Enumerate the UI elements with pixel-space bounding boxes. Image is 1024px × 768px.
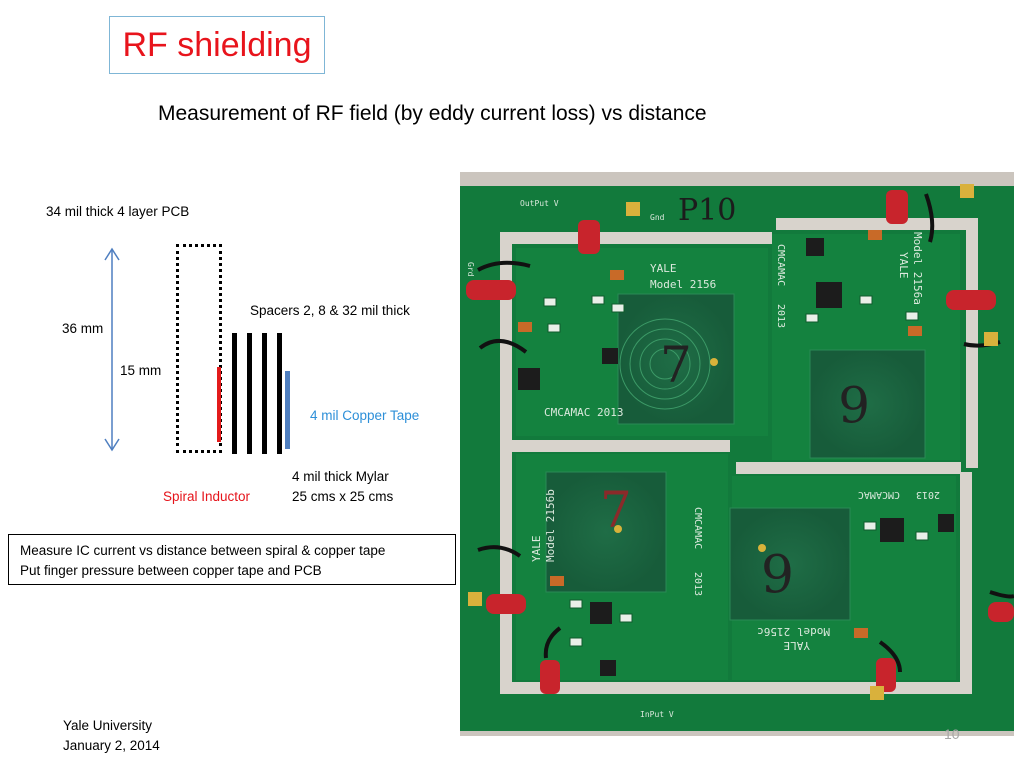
spacers-label: Spacers 2, 8 & 32 mil thick xyxy=(250,303,410,318)
photo-digit: 6 xyxy=(761,541,794,601)
note-line: Put finger pressure between copper tape … xyxy=(20,563,322,578)
spiral-inductor-bar xyxy=(217,367,221,442)
photo-label: Model 2156c xyxy=(757,625,830,638)
photo-label: CMCAMAC xyxy=(692,507,703,549)
spacer-bar xyxy=(277,333,282,454)
photo-digit: 7 xyxy=(600,481,632,539)
photo-label: Model 2156b xyxy=(544,489,557,562)
mylar-size-label: 25 cms x 25 cms xyxy=(292,489,394,504)
photo-label: InPut V xyxy=(640,710,674,719)
spacer-bar xyxy=(247,333,252,454)
photo-label: YALE xyxy=(530,536,543,563)
photo-label: YALE xyxy=(650,262,677,275)
photo-p10: P10 xyxy=(678,193,736,228)
pcb-outline xyxy=(176,244,222,453)
spacer-bar xyxy=(232,333,237,454)
note-line: Measure IC current vs distance between s… xyxy=(20,543,386,558)
photo-digit: 7 xyxy=(660,336,692,394)
height-arrow xyxy=(104,247,120,452)
slide-subtitle: Measurement of RF field (by eddy current… xyxy=(158,102,707,125)
footer: Yale University January 2, 2014 xyxy=(63,716,160,756)
photo-label: CMCAMAC 2013 xyxy=(544,406,623,419)
title-box: RF shielding xyxy=(109,16,325,74)
photo-label: CMCAMAC xyxy=(775,244,786,286)
photo-label: Model 2156a xyxy=(911,232,924,305)
spiral-inductor-label: Spiral Inductor xyxy=(163,489,251,504)
photo-label: OutPut V xyxy=(520,199,559,208)
photo-label: 2013 xyxy=(916,489,940,500)
photo-label: Model 2156 xyxy=(650,278,716,291)
spacer-bar xyxy=(262,333,267,454)
copper-tape-label: 4 mil Copper Tape xyxy=(310,408,420,423)
footer-institution: Yale University xyxy=(63,718,153,733)
copper-tape-bar xyxy=(285,371,290,449)
photo-label: 2013 xyxy=(692,572,703,596)
photo-label: Gnd xyxy=(650,213,665,222)
photo-label: 2013 xyxy=(775,304,786,328)
height-36-label: 36 mm xyxy=(62,321,104,336)
photo-label: CMCAMAC xyxy=(858,489,900,500)
photo-label: YALE xyxy=(784,639,811,652)
note-box: Measure IC current vs distance between s… xyxy=(8,534,456,585)
footer-date: January 2, 2014 xyxy=(63,738,160,753)
photo-digit: 6 xyxy=(838,374,870,432)
mylar-label: 4 mil thick Mylar xyxy=(292,469,389,484)
page-number: 10 xyxy=(944,726,960,742)
photo-label: YALE xyxy=(897,252,910,279)
pcb-label: 34 mil thick 4 layer PCB xyxy=(46,204,190,219)
pcb-photo-drawing: 7 6 7 6 P10 YALE Model 2156 CMCAMAC 2013… xyxy=(460,172,1014,736)
slide-title: RF shielding xyxy=(122,26,312,64)
pcb-photo: 7 6 7 6 P10 YALE Model 2156 CMCAMAC 2013… xyxy=(460,172,1014,736)
photo-label: Grd xyxy=(466,262,475,277)
height-15-label: 15 mm xyxy=(120,363,162,378)
